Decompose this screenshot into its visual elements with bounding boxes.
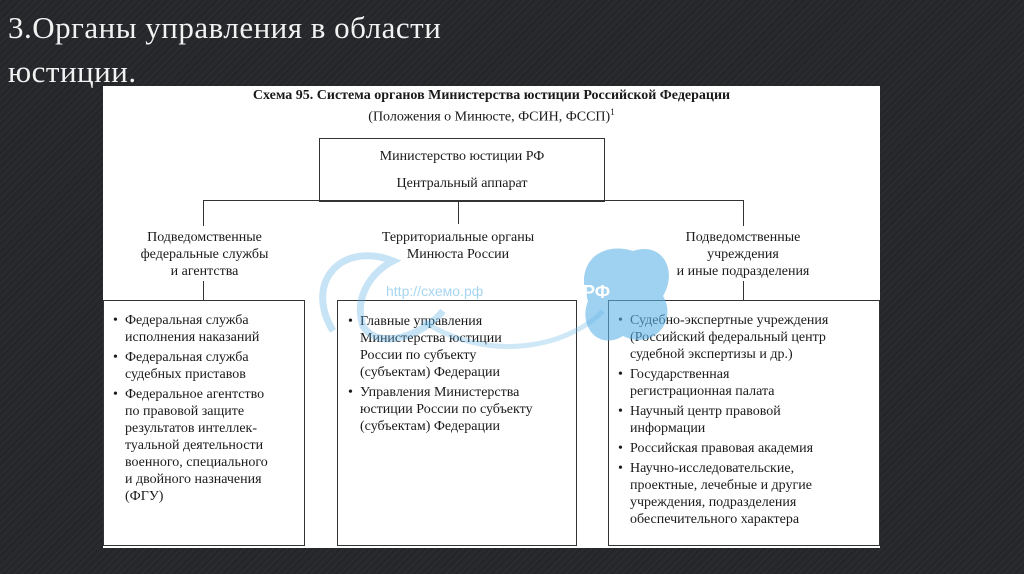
- central-apparatus: Центральный аппарат: [396, 176, 528, 191]
- list-item: • Государственная регистрационная палата: [618, 366, 876, 400]
- item-line: регистрационная палата: [630, 384, 775, 399]
- scheme-subcaption-text: (Положения о Минюсте, ФСИН, ФССП): [368, 109, 611, 125]
- item-line: (Российский федеральный центр: [630, 330, 826, 345]
- ministry-name: Министерство юстиции РФ: [379, 149, 545, 164]
- connector-right: [743, 200, 744, 226]
- slide-title-line-1: 3.Органы управления в области: [8, 10, 442, 45]
- heading-line: учреждения: [707, 247, 779, 262]
- item-line: Научный центр правовой: [630, 404, 781, 419]
- item-line: Российская правовая академия: [630, 441, 814, 456]
- watermark-badge: РФ: [583, 282, 611, 302]
- column-heading-federal-services: Подведомственные федеральные службы и аг…: [117, 229, 292, 280]
- item-line: Министерства юстиции: [360, 331, 502, 346]
- item-line: Научно-исследовательские,: [630, 461, 795, 476]
- item-line: России по субъекту: [360, 348, 477, 363]
- item-line: обеспечительного характера: [630, 512, 800, 527]
- watermark-url: http://схемо.рф: [386, 283, 484, 299]
- connector-left: [203, 200, 204, 226]
- list-item: • Главные управления Министерства юстици…: [348, 313, 572, 381]
- column-box-federal-services: • Федеральная служба исполнения наказани…: [103, 300, 305, 546]
- item-line: военного, специального: [125, 455, 268, 470]
- bullet: •: [348, 314, 353, 329]
- item-line: информации: [630, 421, 706, 436]
- column-box-institutions: • Судебно-экспертные учреждения (Российс…: [608, 300, 880, 546]
- bullet: •: [618, 367, 623, 382]
- item-line: судебной экспертизы и др.): [630, 347, 793, 362]
- item-line: (ФГУ): [125, 489, 164, 504]
- item-line: учреждения, подразделения: [630, 495, 797, 510]
- item-line: исполнения наказаний: [125, 330, 260, 345]
- heading-line: Минюста России: [406, 247, 510, 262]
- item-line: Государственная: [630, 367, 730, 382]
- item-line: судебных приставов: [125, 367, 246, 382]
- list-item: • Российская правовая академия: [618, 440, 876, 457]
- column-heading-institutions: Подведомственные учреждения и иные подра…: [648, 229, 838, 280]
- bullet: •: [618, 313, 623, 328]
- bullet: •: [618, 404, 623, 419]
- item-line: проектные, лечебные и другие: [630, 478, 812, 493]
- item-list: • Судебно-экспертные учреждения (Российс…: [618, 312, 876, 531]
- heading-line: и агентства: [170, 264, 239, 279]
- column-heading-territorial-bodies: Территориальные органы Минюста России: [343, 229, 573, 263]
- heading-line: и иные подразделения: [676, 264, 810, 279]
- bullet: •: [113, 350, 118, 365]
- list-item: • Научный центр правовой информации: [618, 403, 876, 437]
- item-line: (субъектам) Федерации: [360, 419, 500, 434]
- connector-col-right: [743, 281, 744, 300]
- item-list: • Федеральная служба исполнения наказани…: [113, 312, 299, 508]
- bullet: •: [618, 461, 623, 476]
- item-line: Федеральная служба: [125, 313, 249, 328]
- item-line: Федеральное агентство: [125, 387, 265, 402]
- scheme-diagram: Схема 95. Система органов Министерства ю…: [103, 86, 880, 548]
- slide-title-line-2: юстиции.: [8, 54, 137, 89]
- item-line: туальной деятельности: [125, 438, 264, 453]
- item-line: (субъектам) Федерации: [360, 365, 500, 380]
- ministry-box: Министерство юстиции РФ Центральный аппа…: [319, 138, 605, 202]
- item-line: Управления Министерства: [360, 385, 520, 400]
- list-item: • Судебно-экспертные учреждения (Российс…: [618, 312, 876, 363]
- list-item: • Федеральное агентство по правовой защи…: [113, 386, 299, 505]
- item-list: • Главные управления Министерства юстици…: [348, 313, 572, 438]
- bullet: •: [348, 385, 353, 400]
- item-line: по правовой защите: [125, 404, 245, 419]
- slide-title: 3.Органы управления в области юстиции.: [8, 6, 708, 94]
- heading-line: Подведомственные: [685, 230, 801, 245]
- item-line: Судебно-экспертные учреждения: [630, 313, 829, 328]
- list-item: • Федеральная служба исполнения наказани…: [113, 312, 299, 346]
- footnote-mark: 1: [610, 107, 615, 117]
- heading-line: федеральные службы: [140, 247, 269, 262]
- item-line: Федеральная служба: [125, 350, 249, 365]
- bullet: •: [113, 387, 118, 402]
- connector-trunk: [458, 201, 459, 224]
- list-item: • Управления Министерства юстиции России…: [348, 384, 572, 435]
- scheme-subcaption: (Положения о Минюсте, ФСИН, ФССП)1: [103, 107, 880, 126]
- connector-col-left: [203, 281, 204, 300]
- heading-line: Подведомственные: [147, 230, 262, 245]
- scheme-caption: Схема 95. Система органов Министерства ю…: [252, 88, 731, 103]
- item-line: и двойного назначения: [125, 472, 262, 487]
- heading-line: Территориальные органы: [381, 230, 535, 245]
- list-item: • Научно-исследовательские, проектные, л…: [618, 460, 876, 528]
- item-line: Главные управления: [360, 314, 483, 329]
- bullet: •: [113, 313, 118, 328]
- column-box-territorial-bodies: • Главные управления Министерства юстици…: [337, 300, 577, 546]
- connector-horizontal: [203, 200, 744, 201]
- item-line: результатов интеллек-: [125, 421, 257, 436]
- item-line: юстиции России по субъекту: [360, 402, 533, 417]
- list-item: • Федеральная служба судебных приставов: [113, 349, 299, 383]
- bullet: •: [618, 441, 623, 456]
